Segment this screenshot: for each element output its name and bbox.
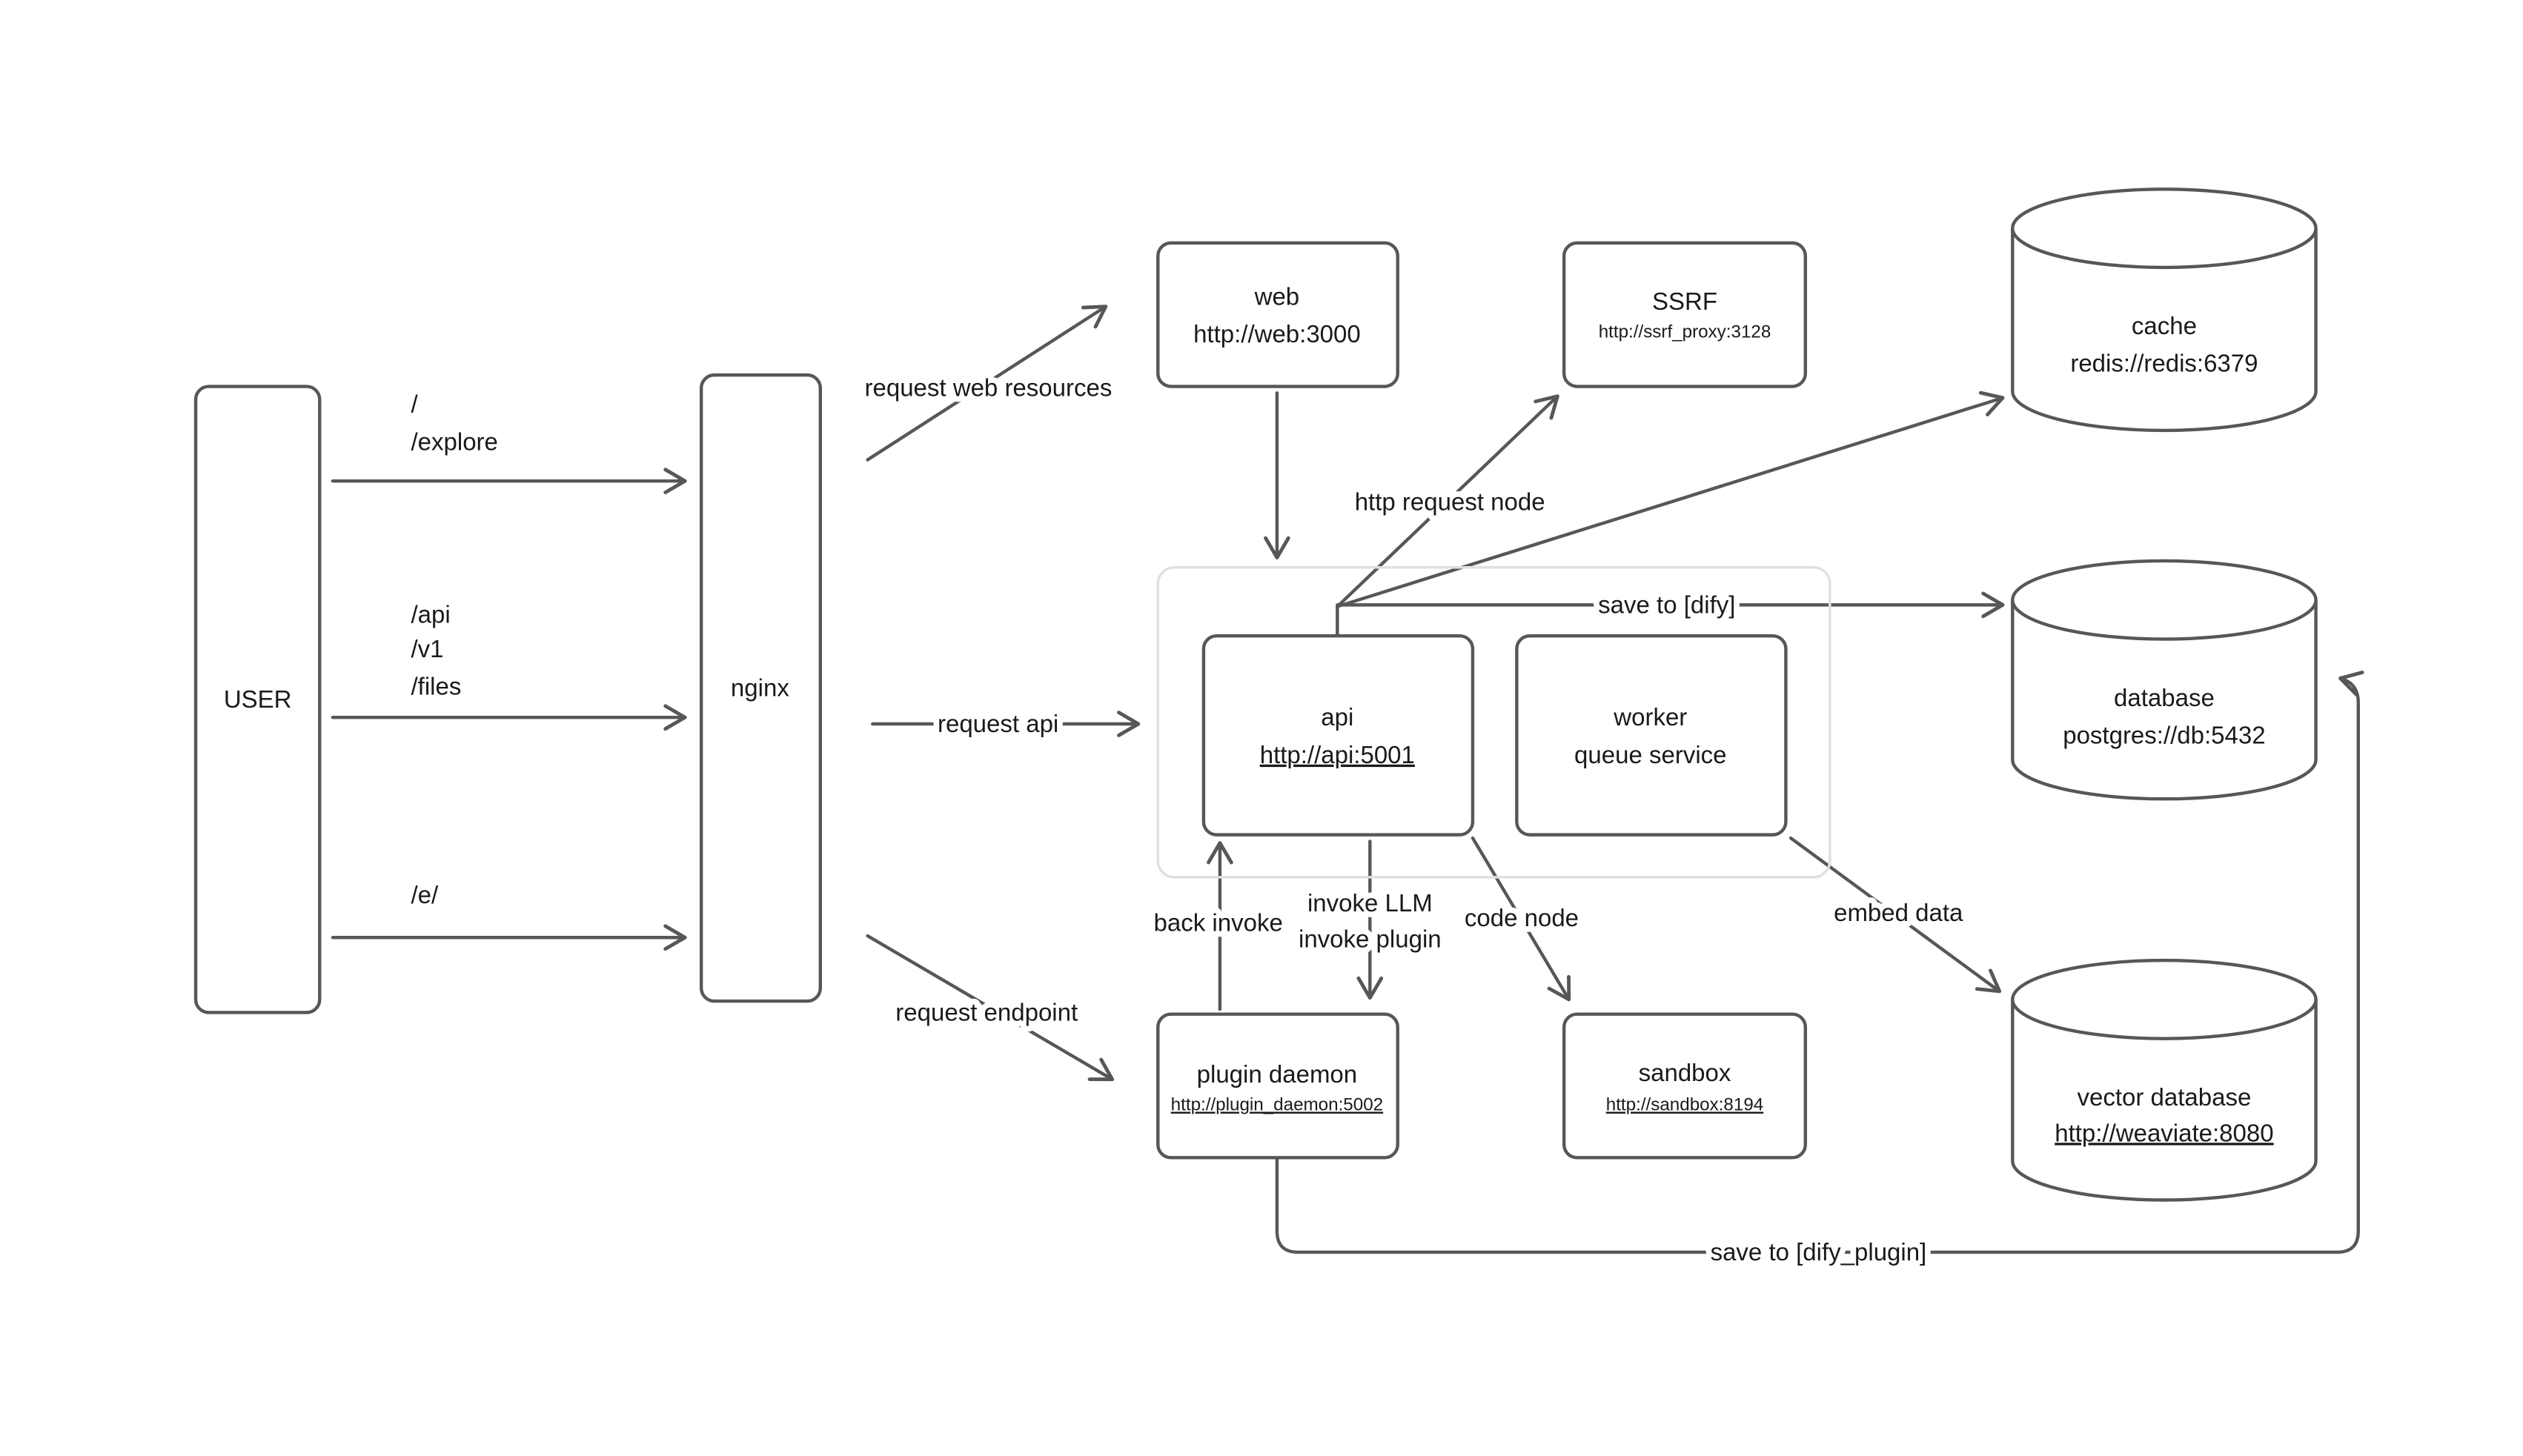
database-cylinder-body xyxy=(2011,599,2318,801)
web-url: http://web:3000 xyxy=(1193,320,1361,348)
node-nginx: nginx xyxy=(699,373,822,1003)
edge-label-save-to-dify: save to [dify] xyxy=(1598,591,1735,618)
plugin-daemon-url: http://plugin_daemon:5002 xyxy=(1171,1094,1383,1114)
web-title: web xyxy=(1254,282,1300,310)
node-user: USER xyxy=(193,385,322,1014)
worker-box xyxy=(1515,634,1788,837)
cache-cylinder-body xyxy=(2011,228,2318,433)
edge-label-v1-path: /v1 xyxy=(411,635,443,662)
database-url: postgres://db:5432 xyxy=(2063,721,2265,748)
edge-labels: / /explore /api /v1 /files /e/ request w… xyxy=(405,368,1969,1271)
dify-service-group xyxy=(1156,566,1831,879)
edge-api-sandbox xyxy=(1471,836,1571,1002)
edge-label-back-invoke: back invoke xyxy=(1154,908,1283,936)
user-label: USER xyxy=(224,685,292,713)
edge-label-request-api: request api xyxy=(938,710,1058,737)
database-title: database xyxy=(2114,684,2215,711)
ssrf-url: http://ssrf_proxy:3128 xyxy=(1599,322,1771,342)
edge-label-files-path: /files xyxy=(411,672,461,699)
edge-label-e-path: /e/ xyxy=(411,881,439,908)
sandbox-title: sandbox xyxy=(1639,1059,1731,1086)
vector-database-cylinder-body xyxy=(2011,999,2318,1202)
edge-label-request-endpoint: request endpoint xyxy=(895,998,1078,1025)
sandbox-url: http://sandbox:8194 xyxy=(1606,1094,1763,1114)
node-sandbox: sandbox http://sandbox:8194 xyxy=(1562,1012,1808,1160)
api-title: api xyxy=(1321,703,1353,731)
edge-nginx-web xyxy=(866,305,1108,462)
node-web: web http://web:3000 xyxy=(1156,241,1399,388)
cache-cylinder-top xyxy=(2011,187,2318,270)
edge-api-ssrf xyxy=(1336,394,1559,608)
node-plugin-daemon: plugin daemon http://plugin_daemon:5002 xyxy=(1156,1012,1399,1160)
api-url: http://api:5001 xyxy=(1260,741,1415,768)
edge-label-api-path: /api xyxy=(411,601,450,628)
edge-label-explore-path: /explore xyxy=(411,428,497,455)
edge-label-root-path: / xyxy=(411,390,418,418)
worker-title: worker xyxy=(1613,703,1687,731)
edges xyxy=(331,305,2364,1254)
ssrf-box xyxy=(1562,241,1808,388)
api-box xyxy=(1201,634,1475,837)
node-cache: cache redis://redis:6379 xyxy=(2011,187,2318,433)
edge-label-code-node: code node xyxy=(1465,904,1579,931)
node-vector-database: vector database http://weaviate:8080 xyxy=(2011,958,2318,1202)
web-box xyxy=(1156,241,1399,388)
edge-worker-vector-database xyxy=(1788,836,2002,994)
vector-database-title: vector database xyxy=(2078,1083,2252,1111)
plugin-daemon-title: plugin daemon xyxy=(1197,1060,1358,1088)
sandbox-box xyxy=(1562,1012,1808,1160)
edge-label-invoke-llm: invoke LLM xyxy=(1307,889,1433,917)
database-cylinder-top xyxy=(2011,559,2318,641)
plugin-daemon-box xyxy=(1156,1012,1399,1160)
edge-label-request-web-resources: request web resources xyxy=(865,374,1113,402)
edge-label-embed-data: embed data xyxy=(1834,899,1963,926)
nginx-label: nginx xyxy=(731,674,789,702)
node-worker: worker queue service xyxy=(1515,634,1788,837)
node-ssrf: SSRF http://ssrf_proxy:3128 xyxy=(1562,241,1808,388)
edge-label-save-to-dify-plugin: save to [dify_plugin] xyxy=(1711,1238,1927,1266)
vector-database-url: http://weaviate:8080 xyxy=(2055,1119,2273,1146)
cache-title: cache xyxy=(2132,312,2197,339)
node-api: api http://api:5001 xyxy=(1201,634,1475,837)
edge-api-cache xyxy=(1336,390,2005,608)
node-database: database postgres://db:5432 xyxy=(2011,559,2318,801)
cache-url: redis://redis:6379 xyxy=(2070,350,2258,377)
vector-database-cylinder-top xyxy=(2011,958,2318,1040)
edge-plugin-daemon-database-save xyxy=(1275,671,2364,1254)
edge-nginx-plugin-daemon xyxy=(866,934,1115,1082)
edge-label-invoke-plugin: invoke plugin xyxy=(1299,925,1442,952)
ssrf-title: SSRF xyxy=(1652,287,1717,315)
nginx-box xyxy=(699,373,822,1003)
user-box xyxy=(193,385,322,1014)
worker-subtitle: queue service xyxy=(1574,741,1726,768)
edge-label-http-request-node: http request node xyxy=(1355,488,1545,516)
